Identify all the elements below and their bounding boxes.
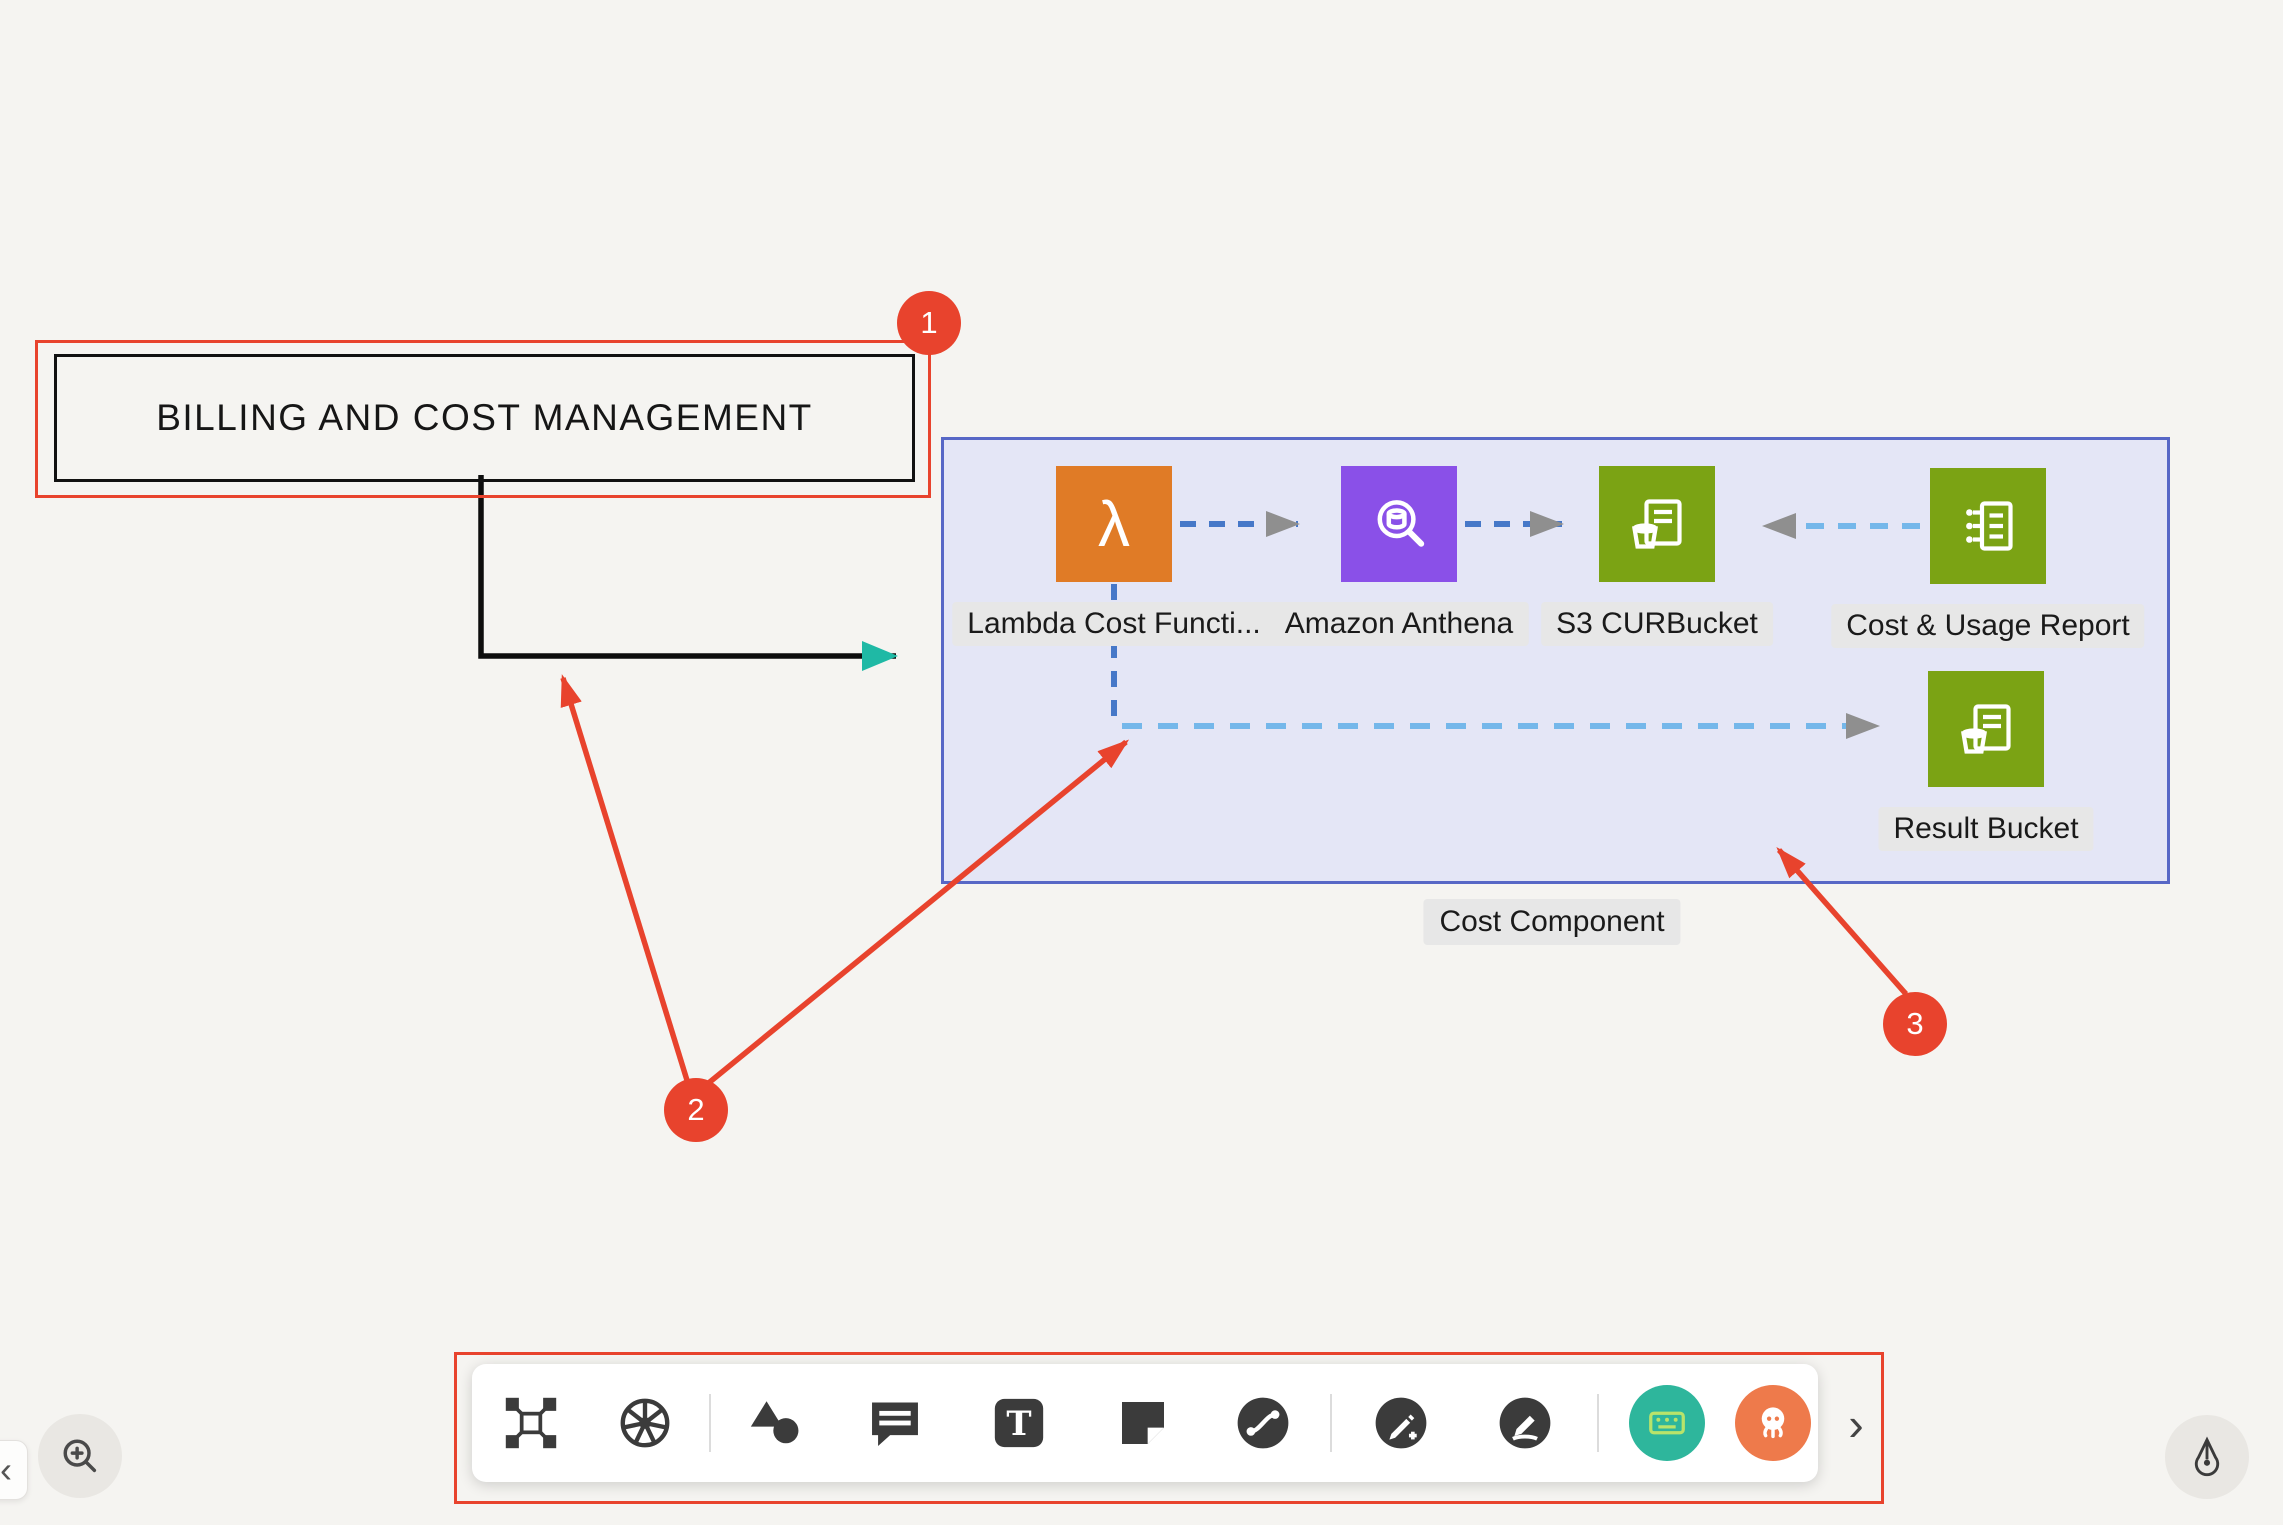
bucket-page-glyph	[1632, 499, 1682, 549]
node-cost-usage-report[interactable]: Cost & Usage Report	[1831, 468, 2145, 648]
node-s3-cur-bucket[interactable]: S3 CURBucket	[1541, 466, 1773, 646]
text-icon: T	[994, 1398, 1044, 1448]
bucket-page-glyph	[1961, 704, 2011, 754]
octopus-avatar[interactable]	[1735, 1385, 1811, 1461]
node-result-bucket[interactable]: Result Bucket	[1878, 671, 2094, 851]
pen-icon	[1375, 1397, 1427, 1449]
node-lambda-cost-function[interactable]: λ Lambda Cost Functi...	[952, 466, 1276, 646]
text-tool-button[interactable]: T	[981, 1385, 1057, 1461]
keyboard-glyph	[1649, 1411, 1685, 1435]
svg-text:T: T	[1006, 1403, 1031, 1443]
shapes-tool-button[interactable]	[737, 1385, 813, 1461]
annotation-badge-1: 1	[897, 291, 961, 355]
toolbar-expand-chevron[interactable]: ›	[1832, 1396, 1880, 1452]
toolbar-divider	[1330, 1394, 1332, 1452]
aws-lambda-icon: λ	[1056, 466, 1172, 582]
pen-tool-button[interactable]	[1363, 1385, 1439, 1461]
node-label: Amazon Anthena	[1269, 602, 1529, 646]
zoom-in-icon	[63, 1439, 97, 1473]
magnifier-data-glyph	[1377, 500, 1425, 547]
s3-bucket-icon	[1928, 671, 2044, 787]
toolbar-divider	[1597, 1394, 1599, 1452]
report-page-glyph	[1966, 501, 2013, 551]
node-amazon-athena[interactable]: Amazon Anthena	[1269, 466, 1529, 646]
pen-mode-button[interactable]	[2165, 1415, 2249, 1499]
s3-bucket-icon	[1599, 466, 1715, 582]
kubernetes-tool-button[interactable]	[607, 1385, 683, 1461]
lambda-glyph: λ	[1098, 488, 1130, 560]
annotation-badge-3: 3	[1883, 992, 1947, 1056]
annotation-badge-2: 2	[664, 1078, 728, 1142]
kubernetes-helm-icon	[620, 1398, 670, 1448]
connector-tool-button[interactable]	[1225, 1385, 1301, 1461]
panel-collapse-chevron[interactable]: ‹	[0, 1440, 28, 1500]
marker-tool-button[interactable]	[1487, 1385, 1563, 1461]
amazon-athena-icon	[1341, 466, 1457, 582]
node-label: Lambda Cost Functi...	[952, 602, 1276, 646]
node-label: Cost & Usage Report	[1831, 604, 2145, 648]
cost-usage-report-icon	[1930, 468, 2046, 584]
comment-tool-button[interactable]	[857, 1385, 933, 1461]
node-label: S3 CURBucket	[1541, 602, 1773, 646]
pen-nib-icon	[2194, 1436, 2220, 1477]
billing-box-label: BILLING AND COST MANAGEMENT	[156, 397, 813, 438]
note-tool-button[interactable]	[1105, 1385, 1181, 1461]
node-label: Result Bucket	[1878, 807, 2094, 851]
shapes-icon	[750, 1401, 799, 1444]
toolbar-divider	[709, 1394, 711, 1452]
keyboard-avatar[interactable]	[1629, 1385, 1705, 1461]
billing-box-node[interactable]: BILLING AND COST MANAGEMENT	[54, 354, 915, 482]
octopus-glyph	[1761, 1407, 1785, 1439]
connector-icon	[1237, 1397, 1289, 1449]
sticky-note-icon	[1122, 1402, 1164, 1444]
marker-icon	[1499, 1397, 1551, 1449]
main-toolbar: T	[472, 1364, 1818, 1482]
architecture-icon	[505, 1397, 557, 1449]
comment-icon	[872, 1402, 918, 1446]
cost-component-label: Cost Component	[1423, 899, 1681, 945]
zoom-in-button[interactable]	[38, 1414, 122, 1498]
diagram-tool-button[interactable]	[493, 1385, 569, 1461]
